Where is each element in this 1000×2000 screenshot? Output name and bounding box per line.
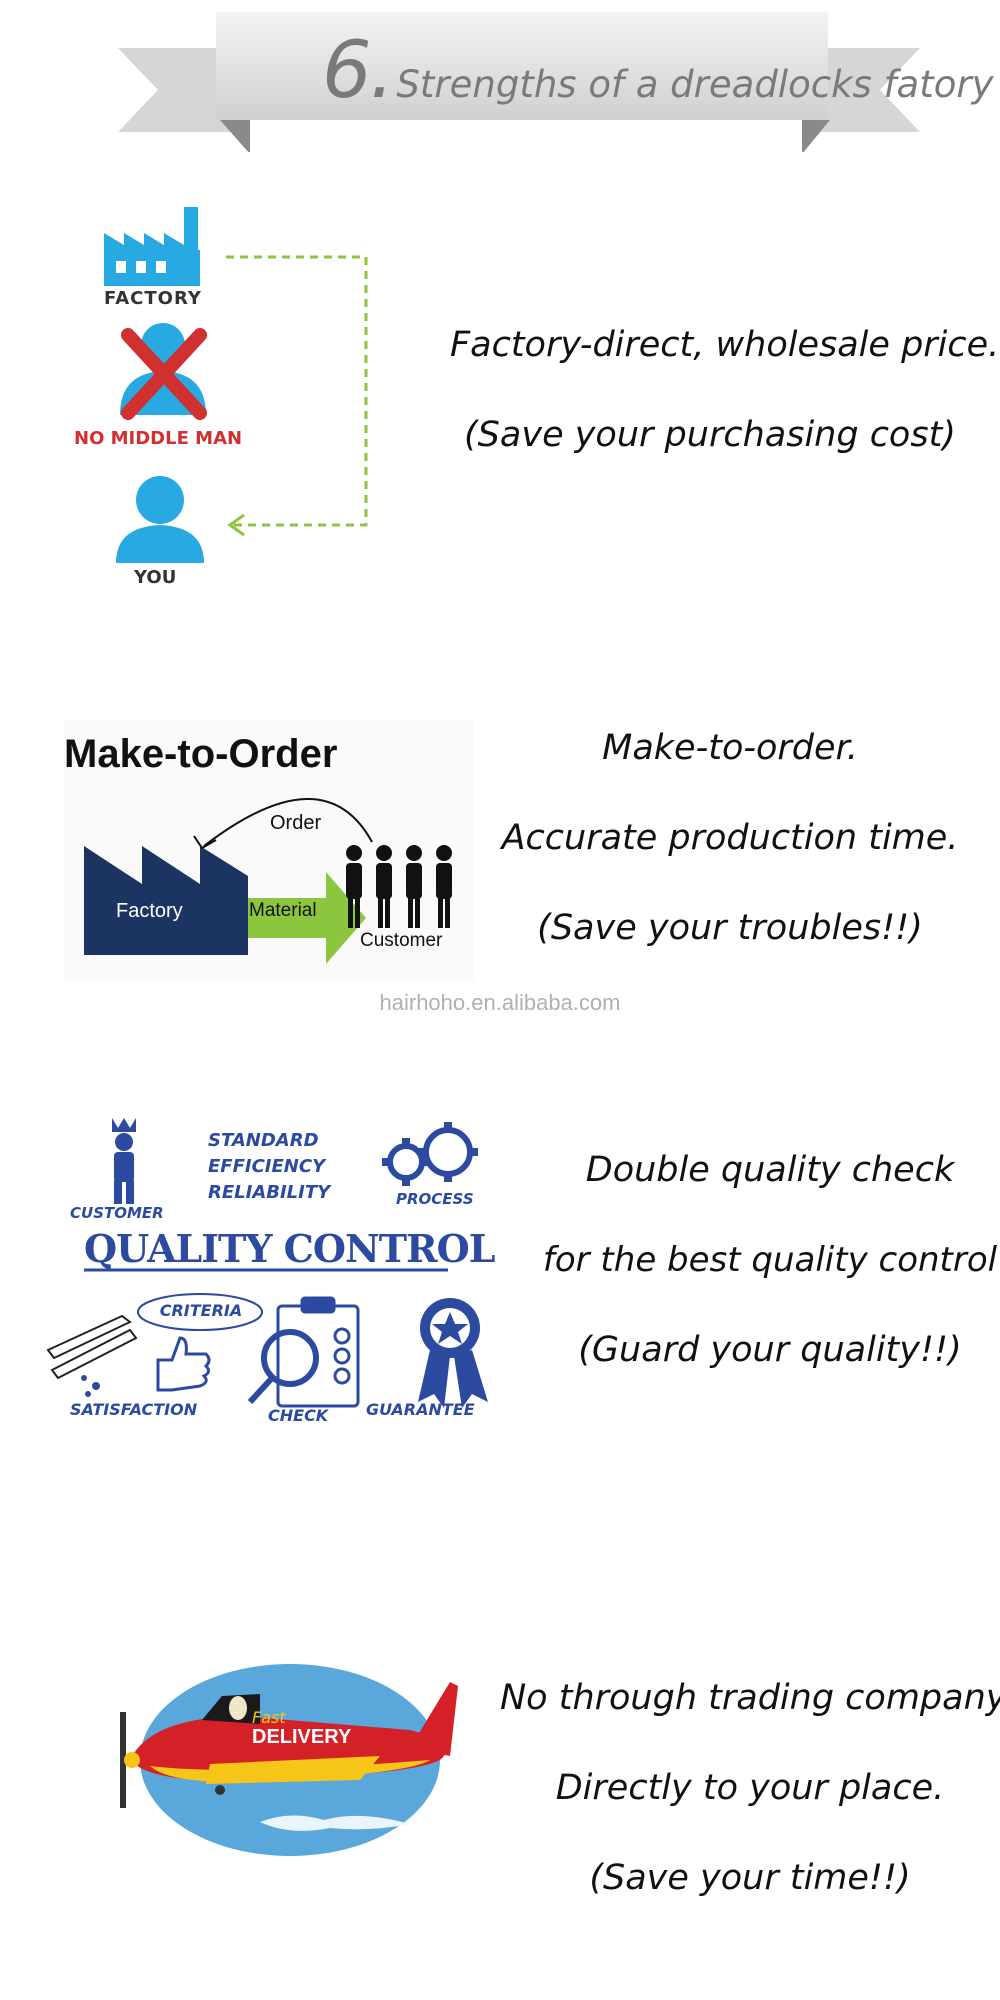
- material-label: Material: [249, 900, 317, 921]
- guarantee-medal-icon: [418, 1298, 488, 1408]
- red-x-icon: [121, 328, 207, 420]
- factory-label-2: Factory: [116, 900, 183, 922]
- qc-customer: CUSTOMER: [70, 1204, 164, 1222]
- page-title: 6. Strengths of a dreadlocks fatory: [322, 26, 993, 116]
- qc-doodles: [46, 1118, 488, 1408]
- watermark: hairhoho.en.alibaba.com: [379, 990, 621, 1015]
- no-middle-man-label: NO MIDDLE MAN: [74, 428, 243, 449]
- plane-fast-text: Fast: [252, 1708, 286, 1727]
- thumbs-up-icon: [156, 1336, 211, 1392]
- qc-efficiency: EFFICIENCY: [208, 1156, 326, 1177]
- qc-title: QUALITY CONTROL: [84, 1226, 495, 1271]
- customer-figure-icon: [112, 1118, 136, 1204]
- check-clipboard-icon: [276, 1296, 360, 1408]
- section3-line-3: (Guard your quality!!): [578, 1330, 962, 1370]
- cloud-icon: [260, 1815, 410, 1831]
- customer-label: Customer: [360, 930, 443, 951]
- factory-shape: [84, 846, 248, 955]
- header-ribbon: 6. Strengths of a dreadlocks fatory: [110, 12, 993, 154]
- section4-line-1: No through trading company.: [500, 1678, 1000, 1718]
- gears-icon: [387, 1127, 473, 1181]
- order-label: Order: [270, 812, 322, 834]
- qc-criteria: CRITERIA: [159, 1301, 243, 1320]
- make-to-order-graphic: [84, 798, 452, 964]
- factory-icon: [104, 207, 200, 286]
- ribbon-graphic: [118, 12, 920, 154]
- qc-process: PROCESS: [396, 1190, 474, 1208]
- qc-reliability: RELIABILITY: [208, 1182, 331, 1203]
- you-label: YOU: [134, 567, 177, 588]
- section3-line-2: for the best quality control: [542, 1240, 998, 1280]
- title-text: Strengths of a dreadlocks fatory: [396, 63, 994, 106]
- no-middleman-diagram: FACTORY NO MIDDLE MAN YOU: [60, 195, 380, 595]
- qc-satisfaction: SATISFACTION: [70, 1400, 198, 1419]
- plane-wing: [206, 1756, 380, 1784]
- factory-flow-graphic: [104, 207, 368, 563]
- fast-delivery-graphic: Fast DELIVERY: [110, 1660, 460, 1860]
- section1-line-2: (Save your purchasing cost): [464, 415, 956, 455]
- material-arrow-icon: [248, 872, 366, 964]
- pencils-icon: [46, 1314, 138, 1380]
- qc-check: CHECK: [268, 1406, 329, 1425]
- magnifier-icon: [247, 1329, 319, 1405]
- diagram-title: Make-to-Order: [64, 732, 338, 776]
- quality-control-graphic: CUSTOMER STANDARD EFFICIENCY RELIABILITY…: [40, 1110, 510, 1430]
- customers-icon: [346, 845, 452, 928]
- section4-line-2: Directly to your place.: [555, 1768, 945, 1808]
- dashed-arrow-icon: [226, 255, 368, 527]
- propeller-icon: [120, 1712, 126, 1808]
- criteria-bubble: [137, 1293, 263, 1331]
- section4-line-3: (Save your time!!): [589, 1858, 911, 1898]
- section3-line-1: Double quality check: [585, 1150, 955, 1190]
- make-to-order-diagram: Make-to-Order Order Factory Material Cus…: [64, 720, 474, 980]
- plane-illustration: [120, 1664, 458, 1856]
- plane-delivery-text: DELIVERY: [252, 1726, 352, 1748]
- factory-label: FACTORY: [104, 288, 202, 309]
- qc-guarantee: GUARANTEE: [366, 1400, 475, 1419]
- section2-line-3: (Save your troubles!!): [537, 908, 923, 948]
- order-arrow-icon: [203, 798, 373, 847]
- section2-line-1: Make-to-order.: [602, 728, 858, 768]
- section1-line-1: Factory-direct, wholesale price.: [450, 325, 1000, 365]
- section-number: 6.: [322, 26, 394, 116]
- you-icon: [116, 476, 204, 563]
- qc-standard: STANDARD: [208, 1130, 319, 1151]
- section2-line-2: Accurate production time.: [501, 818, 959, 858]
